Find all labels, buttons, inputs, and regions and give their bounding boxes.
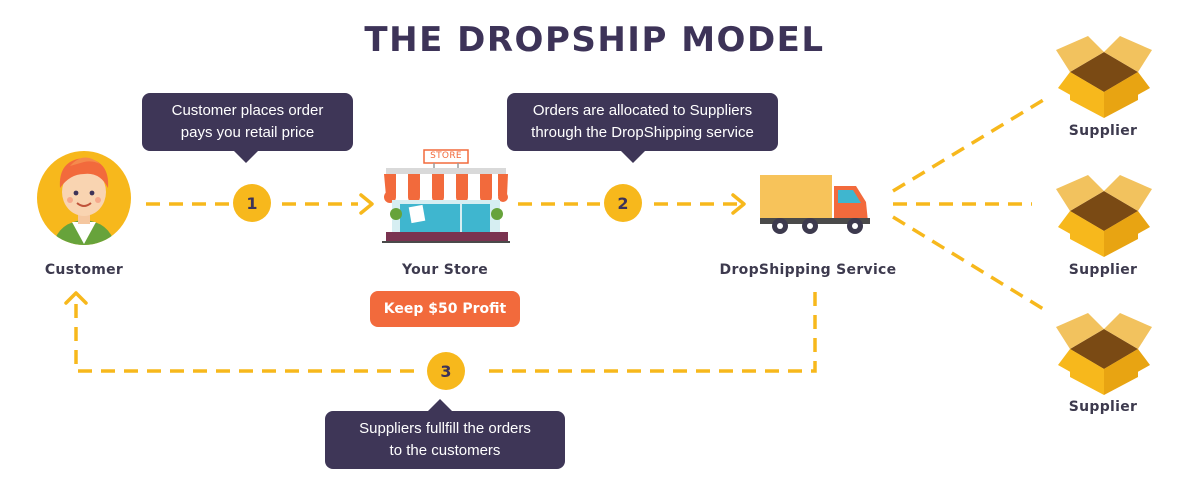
fulfill-bubble: Suppliers fullfill the orders to the cus…	[325, 399, 565, 469]
cardboard-box-icon	[1056, 175, 1152, 257]
arrow-to-truck	[731, 193, 746, 215]
bubble-line: through the DropShipping service	[531, 124, 754, 141]
bubble-line: Suppliers fullfill the orders	[359, 420, 531, 437]
bubble-line: Orders are allocated to Suppliers	[532, 102, 753, 119]
cardboard-box-icon	[1056, 313, 1152, 395]
page-title: THE DROPSHIP MODEL	[364, 20, 825, 60]
arrow-to-customer	[64, 291, 88, 305]
customer-order-bubble: Customer places order pays you retail pr…	[142, 93, 353, 163]
store-label: Your Store	[401, 262, 488, 278]
allocation-bubble: Orders are allocated to Suppliers throug…	[507, 93, 778, 163]
supplier-label-2: Supplier	[1068, 262, 1138, 278]
store-sign-text: STORE	[430, 151, 462, 161]
arrow-to-store	[359, 193, 374, 215]
bubble-line: pays you retail price	[180, 124, 315, 141]
connector-truck-supplier3	[892, 215, 1046, 312]
step-1-badge: 1	[233, 184, 271, 222]
connector-truck-step3	[480, 292, 817, 373]
step-2-badge: 2	[604, 184, 642, 222]
step-3-badge: 3	[427, 352, 465, 390]
dropship-label: DropShipping Service	[719, 262, 897, 278]
connector-truck-supplier1	[892, 97, 1046, 193]
supplier-label-3: Supplier	[1068, 399, 1138, 415]
profit-badge: Keep $50 Profit	[370, 291, 520, 327]
supplier-label-1: Supplier	[1068, 123, 1138, 139]
cardboard-box-icon	[1056, 36, 1152, 118]
bubble-line: Customer places order	[171, 102, 324, 119]
customer-label: Customer	[44, 262, 124, 278]
bubble-line: to the customers	[389, 442, 501, 459]
